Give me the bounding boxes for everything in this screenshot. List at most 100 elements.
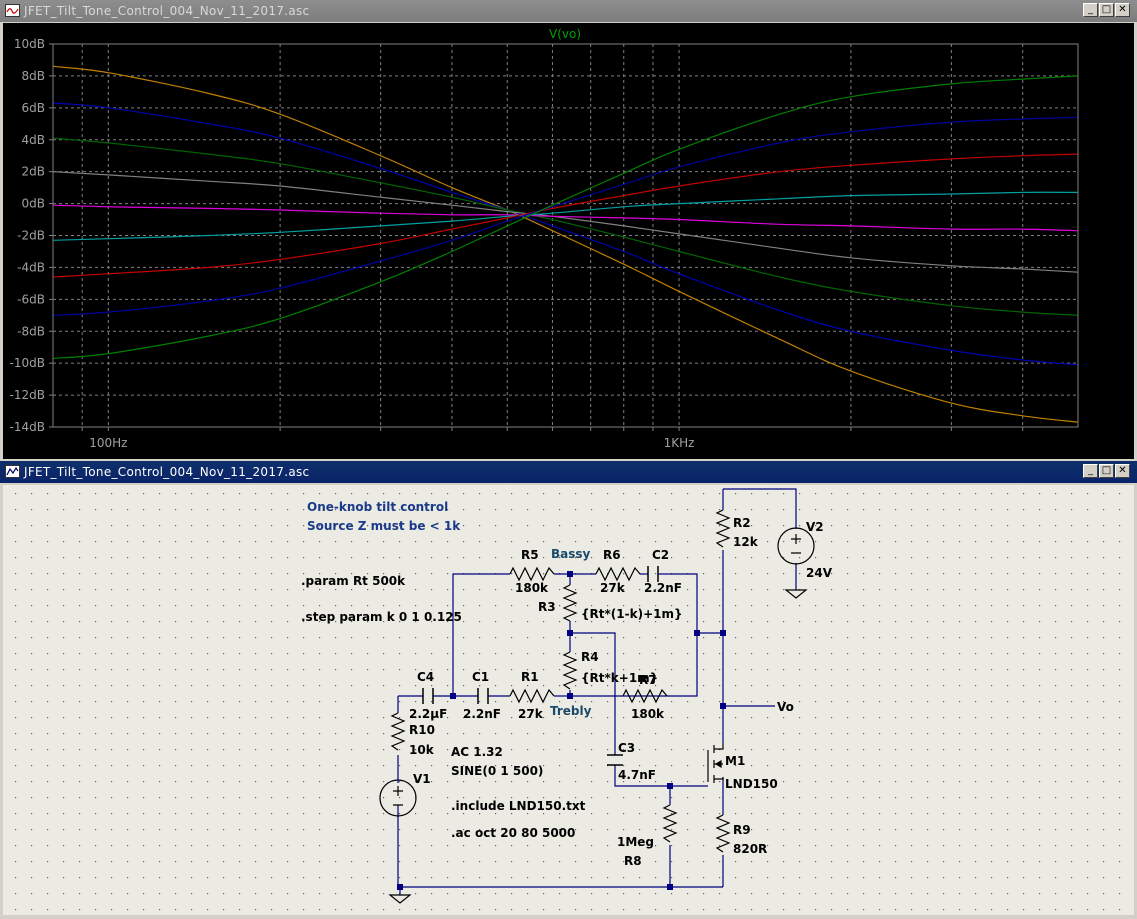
- schematic-drawing[interactable]: One-knob tilt control Source Z must be <…: [3, 485, 1134, 915]
- directive-include[interactable]: .include LND150.txt: [451, 799, 586, 813]
- r10-value[interactable]: 10k: [409, 743, 435, 757]
- y-tick-label: -12dB: [10, 388, 45, 402]
- directive-param[interactable]: .param Rt 500k: [301, 574, 406, 588]
- v1-name[interactable]: V1: [413, 772, 431, 786]
- directive-step[interactable]: .step param k 0 1 0.125: [301, 610, 462, 624]
- net-label-bassy[interactable]: Bassy: [551, 547, 591, 561]
- series-line-4: [52, 204, 1079, 232]
- c1-name[interactable]: C1: [472, 670, 489, 684]
- junctions: [397, 571, 726, 890]
- y-tick-label: 0dB: [22, 197, 45, 211]
- y-tick-label: -6dB: [17, 292, 45, 306]
- series-line-0: [52, 65, 1079, 423]
- net-label-vo[interactable]: Vo: [777, 700, 794, 714]
- c2-name[interactable]: C2: [652, 548, 669, 562]
- waveform-app-icon: [5, 4, 20, 17]
- v1-sine[interactable]: SINE(0 1 500): [451, 764, 543, 778]
- r4-name[interactable]: R4: [581, 650, 599, 664]
- r5-name[interactable]: R5: [521, 548, 539, 562]
- v2-value[interactable]: 24V: [806, 566, 833, 580]
- bode-plot[interactable]: 10dB8dB6dB4dB2dB0dB-2dB-4dB-6dB-8dB-10dB…: [3, 23, 1134, 459]
- v1-ac[interactable]: AC 1.32: [451, 745, 503, 759]
- r8-value[interactable]: 1Meg: [617, 835, 654, 849]
- comment-line-1: One-knob tilt control: [307, 500, 448, 514]
- schematic-window-title: JFET_Tilt_Tone_Control_004_Nov_11_2017.a…: [24, 465, 310, 479]
- y-tick-label: 4dB: [22, 133, 45, 147]
- r7-value[interactable]: 180k: [631, 707, 665, 721]
- r6-symbol: [595, 566, 641, 582]
- y-tick-label: 6dB: [22, 101, 45, 115]
- series-line-6: [52, 153, 1079, 278]
- r5-symbol: [509, 566, 555, 582]
- r1-value[interactable]: 27k: [518, 707, 544, 721]
- r4-symbol: [562, 651, 578, 690]
- plot-grid: [53, 44, 1078, 427]
- r6-value[interactable]: 27k: [600, 581, 626, 595]
- r9-name[interactable]: R9: [733, 823, 751, 837]
- maximize-button[interactable]: □: [1099, 3, 1114, 17]
- net-label-trebly[interactable]: Trebly: [550, 704, 592, 718]
- schematic-canvas[interactable]: One-knob tilt control Source Z must be <…: [3, 485, 1134, 915]
- y-tick-label: 8dB: [22, 69, 45, 83]
- r3-name[interactable]: R3: [538, 600, 556, 614]
- r8-symbol: [662, 804, 678, 843]
- minimize-button[interactable]: _: [1083, 464, 1098, 478]
- c1-value[interactable]: 2.2nF: [463, 707, 501, 721]
- r2-symbol: [715, 509, 731, 548]
- series-line-5: [52, 191, 1079, 241]
- r9-symbol: [715, 814, 731, 853]
- v1-source-symbol[interactable]: [379, 779, 417, 817]
- maximize-button[interactable]: □: [1099, 464, 1114, 478]
- series-line-7: [52, 116, 1079, 316]
- m1-value[interactable]: LND150: [725, 777, 778, 791]
- r2-value[interactable]: 12k: [733, 535, 759, 549]
- c1-symbol: [477, 688, 489, 704]
- plot-window-titlebar[interactable]: JFET_Tilt_Tone_Control_004_Nov_11_2017.a…: [0, 0, 1137, 22]
- schematic-window[interactable]: JFET_Tilt_Tone_Control_004_Nov_11_2017.a…: [0, 461, 1137, 919]
- r1-name[interactable]: R1: [521, 670, 539, 684]
- plot-series: [52, 65, 1079, 423]
- y-tick-label: 10dB: [14, 37, 45, 51]
- r7-name[interactable]: R7: [639, 673, 657, 687]
- m1-mosfet-symbol[interactable]: [707, 743, 724, 783]
- v2-name[interactable]: V2: [806, 520, 824, 534]
- series-line-1: [52, 102, 1079, 366]
- x-tick-label: 1KHz: [664, 436, 695, 450]
- r10-name[interactable]: R10: [409, 723, 435, 737]
- y-tick-label: -4dB: [17, 260, 45, 274]
- minimize-button[interactable]: _: [1083, 3, 1098, 17]
- directive-ac[interactable]: .ac oct 20 80 5000: [451, 826, 575, 840]
- c3-name[interactable]: C3: [618, 741, 635, 755]
- trace-label-vo[interactable]: V(vo): [549, 27, 581, 41]
- m1-name[interactable]: M1: [725, 754, 745, 768]
- c4-name[interactable]: C4: [417, 670, 434, 684]
- y-tick-label: -14dB: [10, 420, 45, 434]
- r3-value[interactable]: {Rt*(1-k)+1m}: [581, 607, 683, 621]
- r3-symbol: [562, 584, 578, 622]
- r1-symbol: [509, 688, 555, 704]
- r8-name[interactable]: R8: [624, 854, 642, 868]
- y-tick-label: 2dB: [22, 165, 45, 179]
- series-line-2: [52, 137, 1079, 316]
- plot-window[interactable]: JFET_Tilt_Tone_Control_004_Nov_11_2017.a…: [0, 0, 1137, 461]
- v2-source-symbol[interactable]: [777, 527, 815, 565]
- r9-value[interactable]: 820R: [733, 842, 767, 856]
- plot-axes: 10dB8dB6dB4dB2dB0dB-2dB-4dB-6dB-8dB-10dB…: [10, 37, 1079, 450]
- ground-symbols: [388, 589, 808, 904]
- resistors: [390, 509, 731, 853]
- series-line-3: [52, 171, 1079, 273]
- r6-name[interactable]: R6: [603, 548, 621, 562]
- c2-value[interactable]: 2.2nF: [644, 581, 682, 595]
- c4-symbol: [422, 688, 434, 704]
- close-button[interactable]: ✕: [1115, 3, 1130, 17]
- c4-value[interactable]: 2.2µF: [409, 707, 447, 721]
- r4-value[interactable]: {Rt*k+1m}: [581, 671, 658, 685]
- close-button[interactable]: ✕: [1115, 464, 1130, 478]
- schematic-window-titlebar[interactable]: JFET_Tilt_Tone_Control_004_Nov_11_2017.a…: [0, 461, 1137, 483]
- c3-value[interactable]: 4.7nF: [618, 768, 656, 782]
- r5-value[interactable]: 180k: [515, 581, 549, 595]
- r2-name[interactable]: R2: [733, 516, 751, 530]
- x-tick-label: 100Hz: [89, 436, 127, 450]
- grid-dots: [3, 485, 1134, 915]
